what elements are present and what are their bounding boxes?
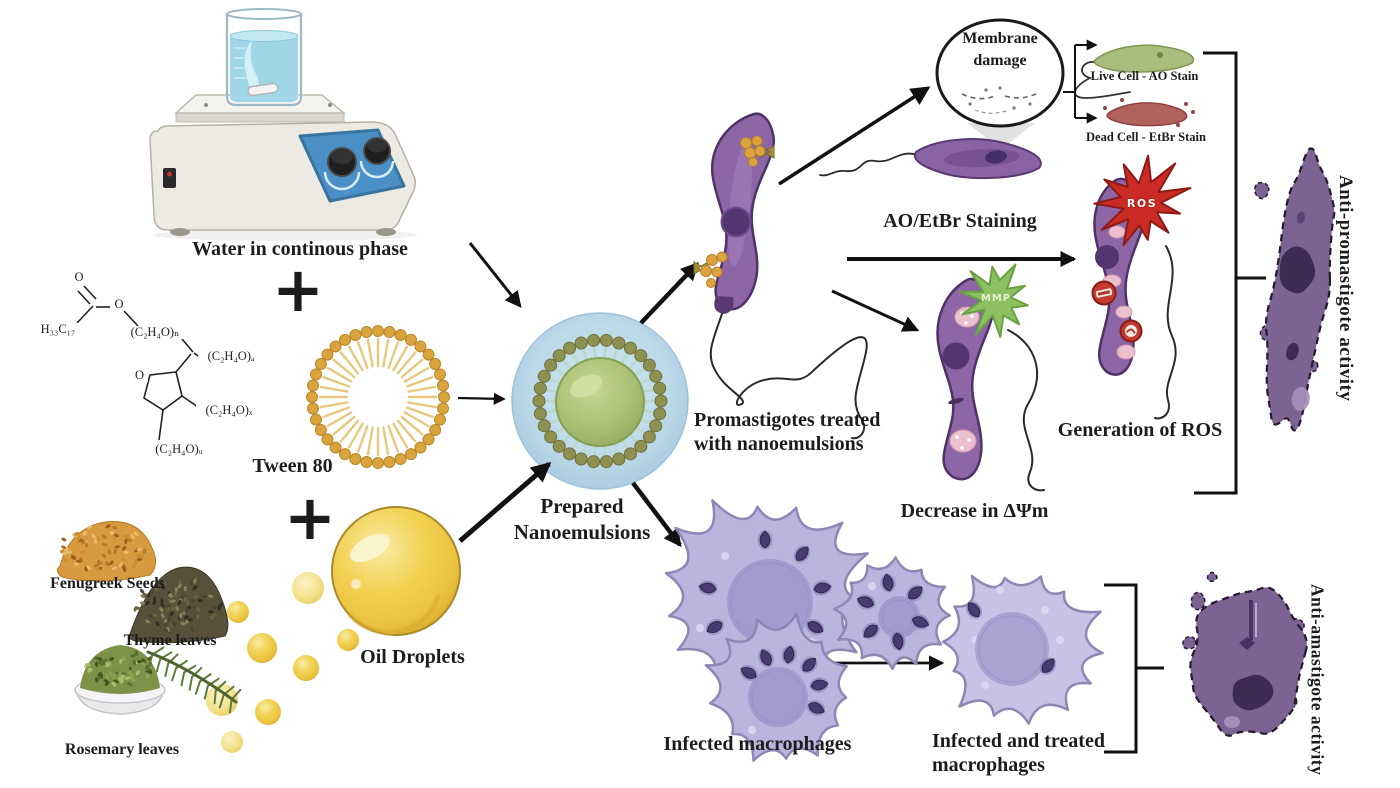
membrane-damage-label: Membrane damage: [962, 30, 1038, 69]
oil-droplets-illustration: [206, 506, 461, 753]
chem-peg-n: (C₂H₄O)ₙ: [122, 326, 188, 339]
mmp-promastigote: [936, 263, 1045, 492]
generation-of-ros-label: Generation of ROS: [1057, 419, 1223, 441]
prepared-nanoemulsions-label: Prepared Nanoemulsions: [513, 494, 651, 544]
anti-amastigote-label: Anti-amastigote activity: [1307, 584, 1328, 776]
promastigotes-treated-label: Promastigotes treated with nanoemulsions: [694, 409, 881, 456]
chem-peg-a: (C₂H₄O)ₐ: [198, 350, 264, 363]
mmp-badge-text: MMP: [980, 293, 1012, 304]
beaker-illustration: [225, 8, 303, 107]
thyme-illustration: [128, 566, 229, 644]
infected-treated-label: Infected and treated macrophages: [932, 730, 1105, 777]
chem-peg-x: (C₂H₄O)ₓ: [196, 404, 262, 417]
magnetic-stirrer-illustration: [149, 94, 417, 241]
membrane-damage-inset: [935, 18, 1065, 149]
thyme-label: Thyme leaves: [123, 632, 217, 649]
ros-badge-text: ROS: [1126, 197, 1158, 210]
water-phase-label: Water in continous phase: [192, 238, 408, 260]
mmp-starburst: [958, 263, 1029, 338]
tween80-micelle-ring: [306, 325, 450, 469]
anti-promastigote-label: Anti-promastigote activity: [1335, 174, 1357, 402]
live-cell-label: Live Cell - AO Stain: [1090, 69, 1199, 83]
tween80-label: Tween 80: [252, 455, 333, 477]
ao-etbr-promastigote: [819, 138, 1042, 180]
macrophages-group: [664, 499, 1104, 762]
plus-sign-2: +: [284, 481, 336, 554]
plus-sign-1: +: [272, 253, 324, 326]
lysed-promastigote: [1253, 147, 1336, 432]
ros-badge-1: [1091, 280, 1117, 306]
lysed-amastigote: [1182, 571, 1308, 737]
oil-droplets-label: Oil Droplets: [360, 646, 465, 668]
ros-badge-2: [1119, 319, 1143, 343]
nanoparticle-cluster-lower: [693, 251, 728, 288]
dead-cell-label: Dead Cell - EtBr Stain: [1086, 130, 1206, 144]
rosemary-illustration: [74, 645, 242, 715]
grouping-brackets: [1063, 39, 1266, 754]
rosemary-label: Rosemary leaves: [64, 741, 180, 758]
decrease-mmp-label: Decrease in ΔΨm: [900, 500, 1049, 522]
fenugreek-label: Fenugreek Seeds: [50, 575, 165, 592]
chem-ester-o: O: [110, 298, 128, 311]
nanoemulsion-illustration: [511, 312, 689, 490]
chem-alkyl: H₃₃C₁₇: [30, 323, 86, 336]
ros-promastigote: [1091, 154, 1192, 420]
ao-etbr-staining-label: AO/EtBr Staining: [883, 210, 1037, 232]
chem-carbonyl-o: O: [70, 271, 88, 284]
ros-starburst: [1093, 154, 1192, 247]
tween80-structure: [76, 285, 202, 441]
dead-cell-illustration: [1103, 98, 1195, 127]
fenugreek-illustration: [56, 521, 156, 582]
infected-macrophages-label: Infected macrophages: [663, 733, 852, 755]
chem-ring-o: O: [131, 369, 148, 382]
treated-promastigote: [693, 112, 868, 440]
chem-peg-u: (C₂H₄O)ᵤ: [146, 443, 212, 456]
nanoparticle-cluster-upper: [740, 135, 775, 167]
